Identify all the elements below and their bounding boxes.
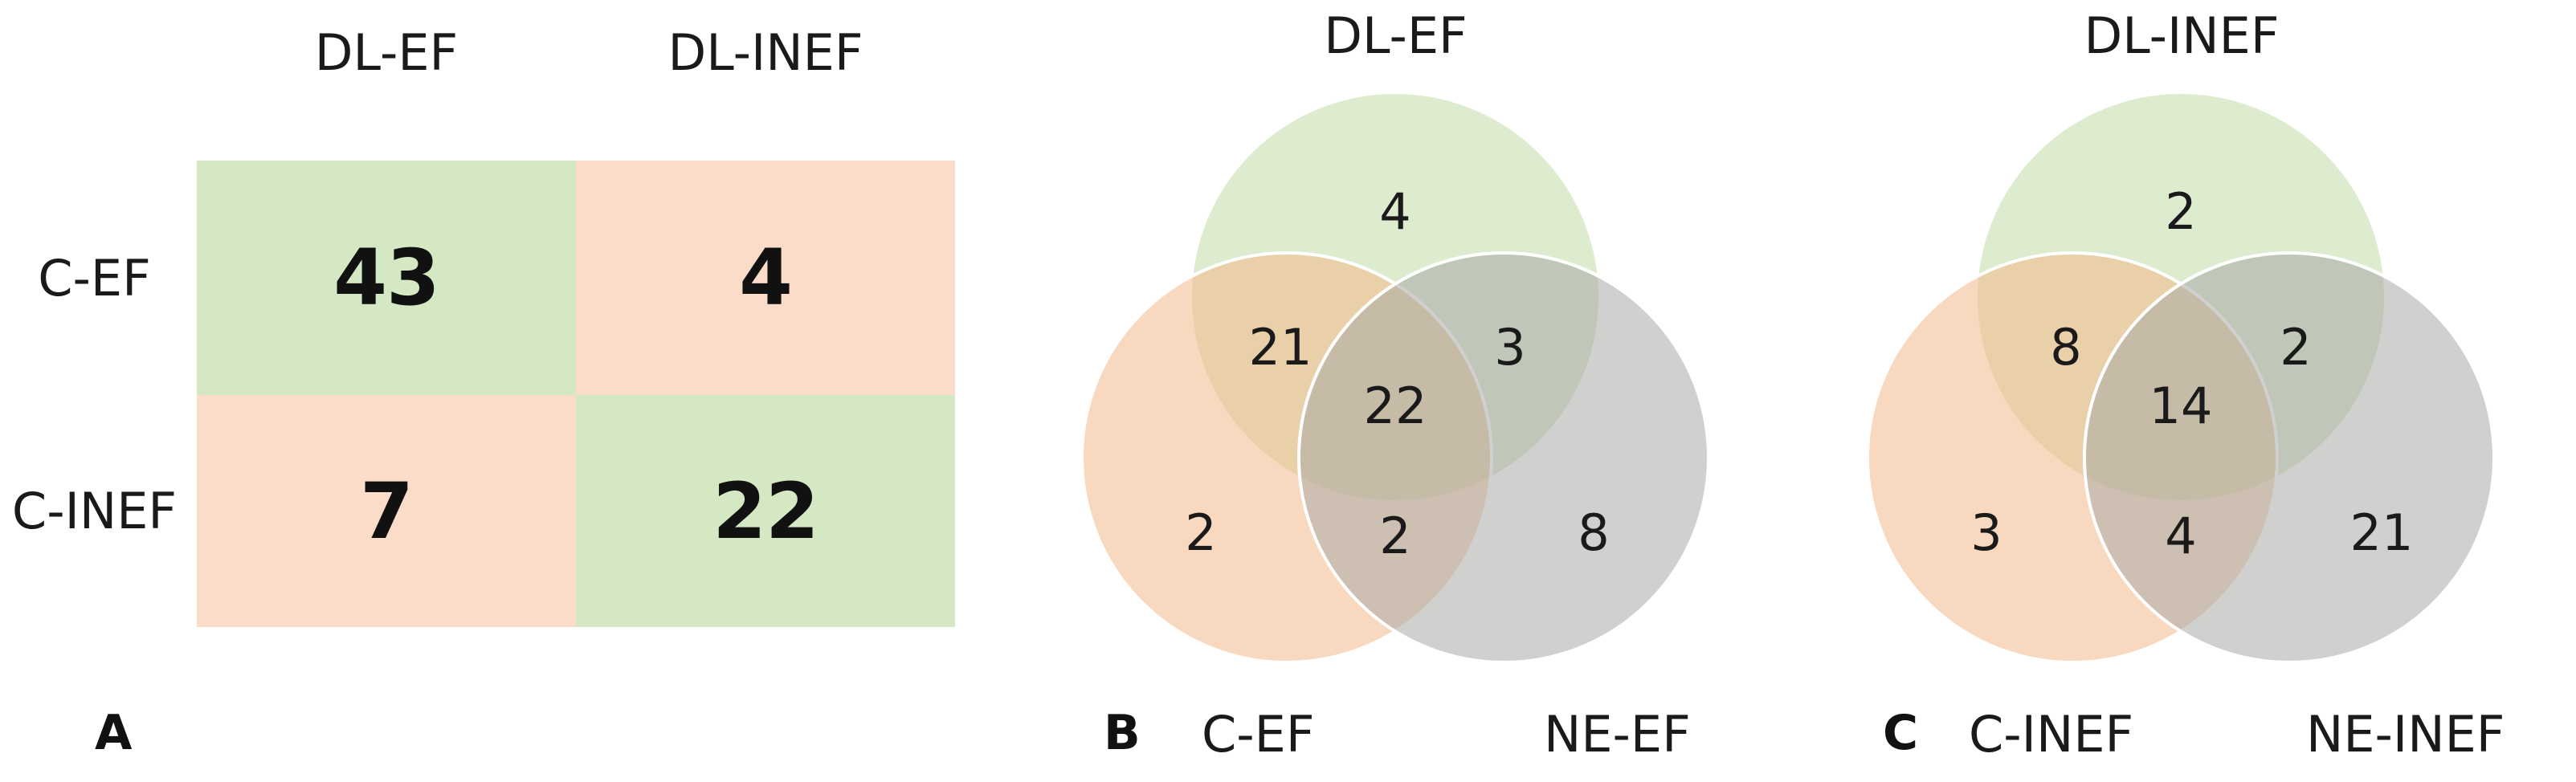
panel-a-confusion-matrix: DL-EF DL-INEF C-EF C-INEF 43 4 7 22 A	[0, 0, 1004, 782]
matrix-row-header-c-inef: C-INEF	[11, 481, 178, 540]
matrix-cell-cinef-dlef: 7	[197, 395, 576, 627]
venn-c-count-center: 14	[2149, 377, 2213, 435]
matrix-cell-cef-dlinef: 4	[576, 161, 955, 395]
venn-c-top-label: DL-INEF	[2084, 6, 2280, 65]
venn-b-count-top-left: 21	[1249, 318, 1312, 377]
panel-letter-b: B	[1104, 705, 1141, 761]
venn-c-label-c-inef: C-INEF	[1969, 705, 2134, 764]
venn-c-count-top-left: 8	[2050, 318, 2081, 377]
matrix-column-header-dl-inef: DL-INEF	[667, 22, 863, 82]
venn-c-label-ne-inef: NE-INEF	[2306, 705, 2505, 764]
matrix-row-header-c-ef: C-EF	[38, 248, 151, 308]
venn-b-diagram: 4 21 3 22 2 2 8	[1080, 91, 1710, 664]
venn-b-count-right-only: 8	[1578, 503, 1609, 562]
panel-b-venn: DL-EF 4 21 3 22 2 2 8 C-EF NE-EF	[1004, 0, 1787, 782]
confusion-matrix-grid: 43 4 7 22	[197, 161, 955, 627]
venn-b-count-top-only: 4	[1379, 182, 1410, 241]
venn-b-count-bottom-center: 2	[1379, 507, 1410, 565]
matrix-column-header-dl-ef: DL-EF	[314, 22, 459, 82]
panel-c-venn: DL-INEF 2 8 2 14 3 4 21 C-INEF NE-INEF	[1787, 0, 2576, 782]
venn-c-count-right-only: 21	[2350, 503, 2414, 562]
matrix-cell-cef-dlef: 43	[197, 161, 576, 395]
matrix-cell-cinef-dlinef: 22	[576, 395, 955, 627]
venn-b-count-top-right: 3	[1494, 318, 1525, 377]
panel-letter-c: C	[1883, 705, 1919, 761]
venn-b-label-c-ef: C-EF	[1202, 705, 1315, 764]
venn-c-count-bottom-center: 4	[2165, 507, 2196, 565]
venn-c-diagram: 2 8 2 14 3 4 21	[1866, 91, 2496, 664]
venn-b-label-ne-ef: NE-EF	[1544, 705, 1691, 764]
venn-c-count-top-only: 2	[2165, 182, 2196, 241]
venn-c-count-left-only: 3	[1970, 503, 2002, 562]
venn-b-count-center: 22	[1364, 377, 1427, 435]
panel-letter-a: A	[95, 705, 133, 761]
venn-c-count-top-right: 2	[2280, 318, 2311, 377]
venn-b-circle-ne-ef	[1297, 251, 1710, 664]
venn-b-count-left-only: 2	[1185, 503, 1216, 562]
venn-b-top-label: DL-EF	[1324, 6, 1468, 65]
venn-c-circle-ne-inef	[2083, 251, 2496, 664]
